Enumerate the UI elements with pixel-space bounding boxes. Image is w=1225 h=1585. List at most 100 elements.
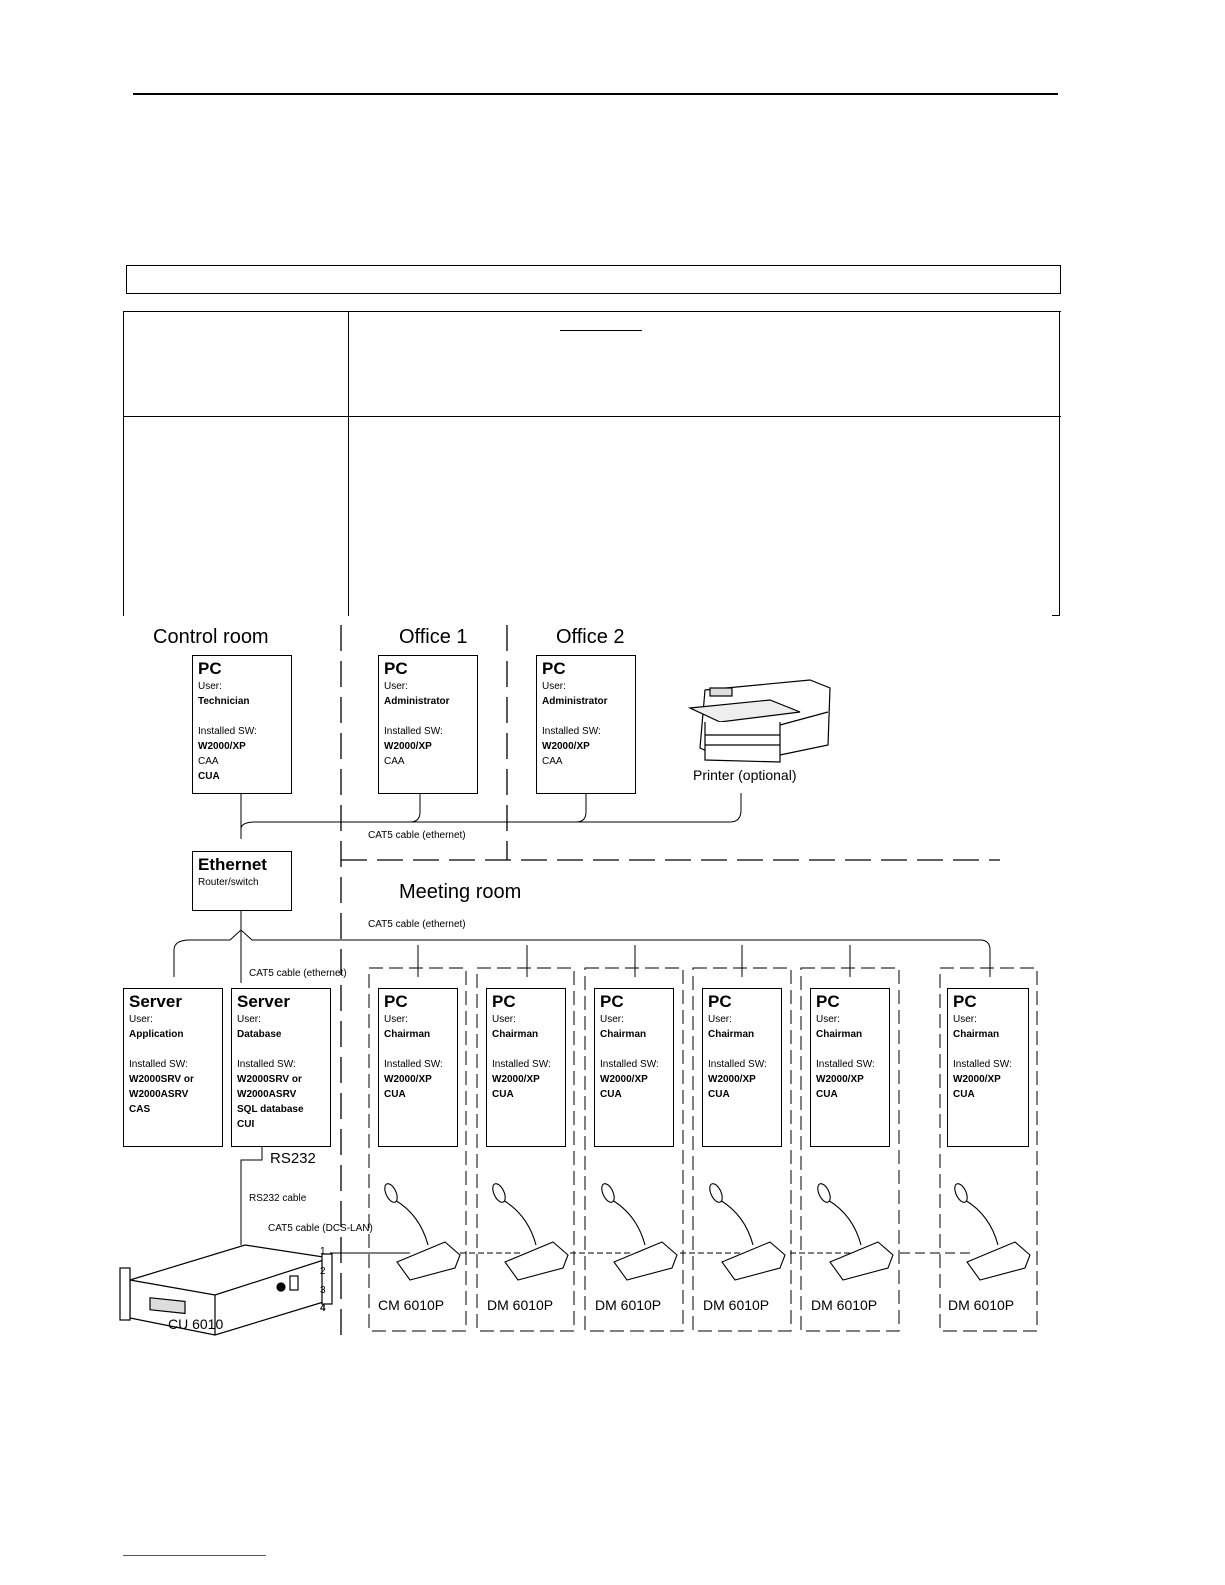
node-title: PC	[953, 992, 977, 1011]
user-value: Technician	[198, 696, 250, 707]
user-label: User:	[198, 681, 222, 692]
node-title: Ethernet	[198, 855, 267, 874]
table-border-left	[123, 311, 124, 616]
port-number: 1	[320, 1246, 326, 1257]
office-cable	[240, 793, 742, 839]
software-item: W2000SRV or	[129, 1074, 194, 1085]
software-label: Installed SW:	[129, 1059, 188, 1070]
user-label: User:	[129, 1014, 153, 1025]
user-value: Chairman	[600, 1029, 647, 1040]
pc-control-room: PC User: Technician Installed SW: W2000/…	[192, 655, 292, 794]
software-label: Installed SW:	[384, 726, 443, 737]
pc-office2: PC User: Administrator Installed SW: W20…	[536, 655, 636, 794]
software-item: W2000/XP	[816, 1074, 864, 1085]
cable-label-meeting: CAT5 cable (ethernet)	[368, 919, 466, 930]
table-underline-mark	[560, 330, 642, 331]
software-item: W2000/XP	[600, 1074, 648, 1085]
room-label-office1: Office 1	[399, 626, 468, 648]
port-number: 3	[320, 1285, 326, 1296]
software-item: W2000/XP	[953, 1074, 1001, 1085]
software-item: SQL database	[237, 1104, 304, 1115]
user-value: Chairman	[384, 1029, 431, 1040]
software-item: W2000ASRV	[129, 1089, 189, 1100]
seat-group-frame-4	[692, 967, 792, 1332]
table-row-divider	[123, 416, 1061, 417]
table-column-divider	[348, 311, 349, 616]
room-label-meeting: Meeting room	[399, 881, 522, 903]
software-label: Installed SW:	[198, 726, 257, 737]
pc-meeting-seat-3: PC User: Chairman Installed SW: W2000/XP…	[594, 988, 674, 1147]
node-title: PC	[816, 992, 840, 1011]
header-rule	[133, 93, 1058, 95]
software-item: CUA	[492, 1089, 514, 1100]
room-label-control: Control room	[153, 626, 269, 648]
software-label: Installed SW:	[708, 1059, 767, 1070]
software-item: W2000/XP	[384, 741, 432, 752]
software-label: Installed SW:	[816, 1059, 875, 1070]
user-label: User:	[953, 1014, 977, 1025]
pc-meeting-seat-4: PC User: Chairman Installed SW: W2000/XP…	[702, 988, 782, 1147]
user-value: Chairman	[816, 1029, 863, 1040]
device-label-6: DM 6010P	[948, 1297, 1015, 1313]
device-label-3: DM 6010P	[595, 1297, 662, 1313]
seat-group-frame-5	[800, 967, 900, 1332]
user-label: User:	[542, 681, 566, 692]
office2-drop	[575, 793, 587, 823]
user-label: User:	[600, 1014, 624, 1025]
pc-meeting-seat-5: PC User: Chairman Installed SW: W2000/XP…	[810, 988, 890, 1147]
user-label: User:	[237, 1014, 261, 1025]
seat-group-frame-2	[476, 967, 575, 1332]
microphone-unit-4	[709, 1183, 786, 1281]
office1-drop	[409, 793, 421, 823]
section-title-box	[126, 265, 1061, 294]
device-label-1: CM 6010P	[378, 1297, 445, 1313]
node-title: PC	[542, 659, 566, 678]
software-item: CUA	[953, 1089, 975, 1100]
printer-label: Printer (optional)	[693, 767, 797, 783]
user-label: User:	[816, 1014, 840, 1025]
device-label-5: DM 6010P	[811, 1297, 878, 1313]
central-unit-icon	[119, 1244, 333, 1336]
seat-group-frame-6	[939, 967, 1038, 1332]
software-item: CAA	[198, 756, 219, 767]
cable-label-office: CAT5 cable (ethernet)	[368, 830, 466, 841]
node-title: Server	[237, 992, 290, 1011]
user-label: User:	[492, 1014, 516, 1025]
software-item: CUA	[198, 771, 220, 782]
software-item: W2000/XP	[708, 1074, 756, 1085]
software-label: Installed SW:	[384, 1059, 443, 1070]
ethernet-switch: Ethernet Router/switch	[192, 851, 292, 911]
software-label: Installed SW:	[953, 1059, 1012, 1070]
node-title: PC	[708, 992, 732, 1011]
port-number: 2	[320, 1266, 326, 1277]
pc-meeting-seat-2: PC User: Chairman Installed SW: W2000/XP…	[486, 988, 566, 1147]
software-label: Installed SW:	[237, 1059, 296, 1070]
software-item: CUA	[600, 1089, 622, 1100]
user-label: User:	[384, 681, 408, 692]
software-label: Installed SW:	[492, 1059, 551, 1070]
software-item: W2000SRV or	[237, 1074, 302, 1085]
table-border-top	[123, 311, 1061, 312]
cable-label-dcs-lan: CAT5 cable (DCS-LAN)	[268, 1223, 373, 1234]
node-subtitle: Router/switch	[198, 877, 259, 888]
cable-label-rs232: RS232 cable	[249, 1193, 307, 1204]
node-title: PC	[384, 992, 408, 1011]
pc-meeting-seat-1: PC User: Chairman Installed SW: W2000/XP…	[378, 988, 458, 1147]
seat-group-frame-1	[368, 967, 467, 1332]
table-border-right	[1059, 311, 1060, 616]
user-value: Administrator	[542, 696, 608, 707]
software-item: W2000/XP	[492, 1074, 540, 1085]
software-item: CAA	[384, 756, 405, 767]
software-item: W2000/XP	[384, 1074, 432, 1085]
rs232-cable-line	[240, 1145, 263, 1245]
seat-group-frame-3	[584, 967, 684, 1332]
user-label: User:	[708, 1014, 732, 1025]
software-item: CUA	[816, 1089, 838, 1100]
node-title: PC	[198, 659, 222, 678]
rs232-port-label: RS232	[270, 1150, 316, 1167]
node-title: Server	[129, 992, 182, 1011]
central-unit-label: CU 6010	[168, 1316, 224, 1332]
room-label-office2: Office 2	[556, 626, 625, 648]
node-title: PC	[600, 992, 624, 1011]
microphone-unit-1	[384, 1183, 461, 1281]
